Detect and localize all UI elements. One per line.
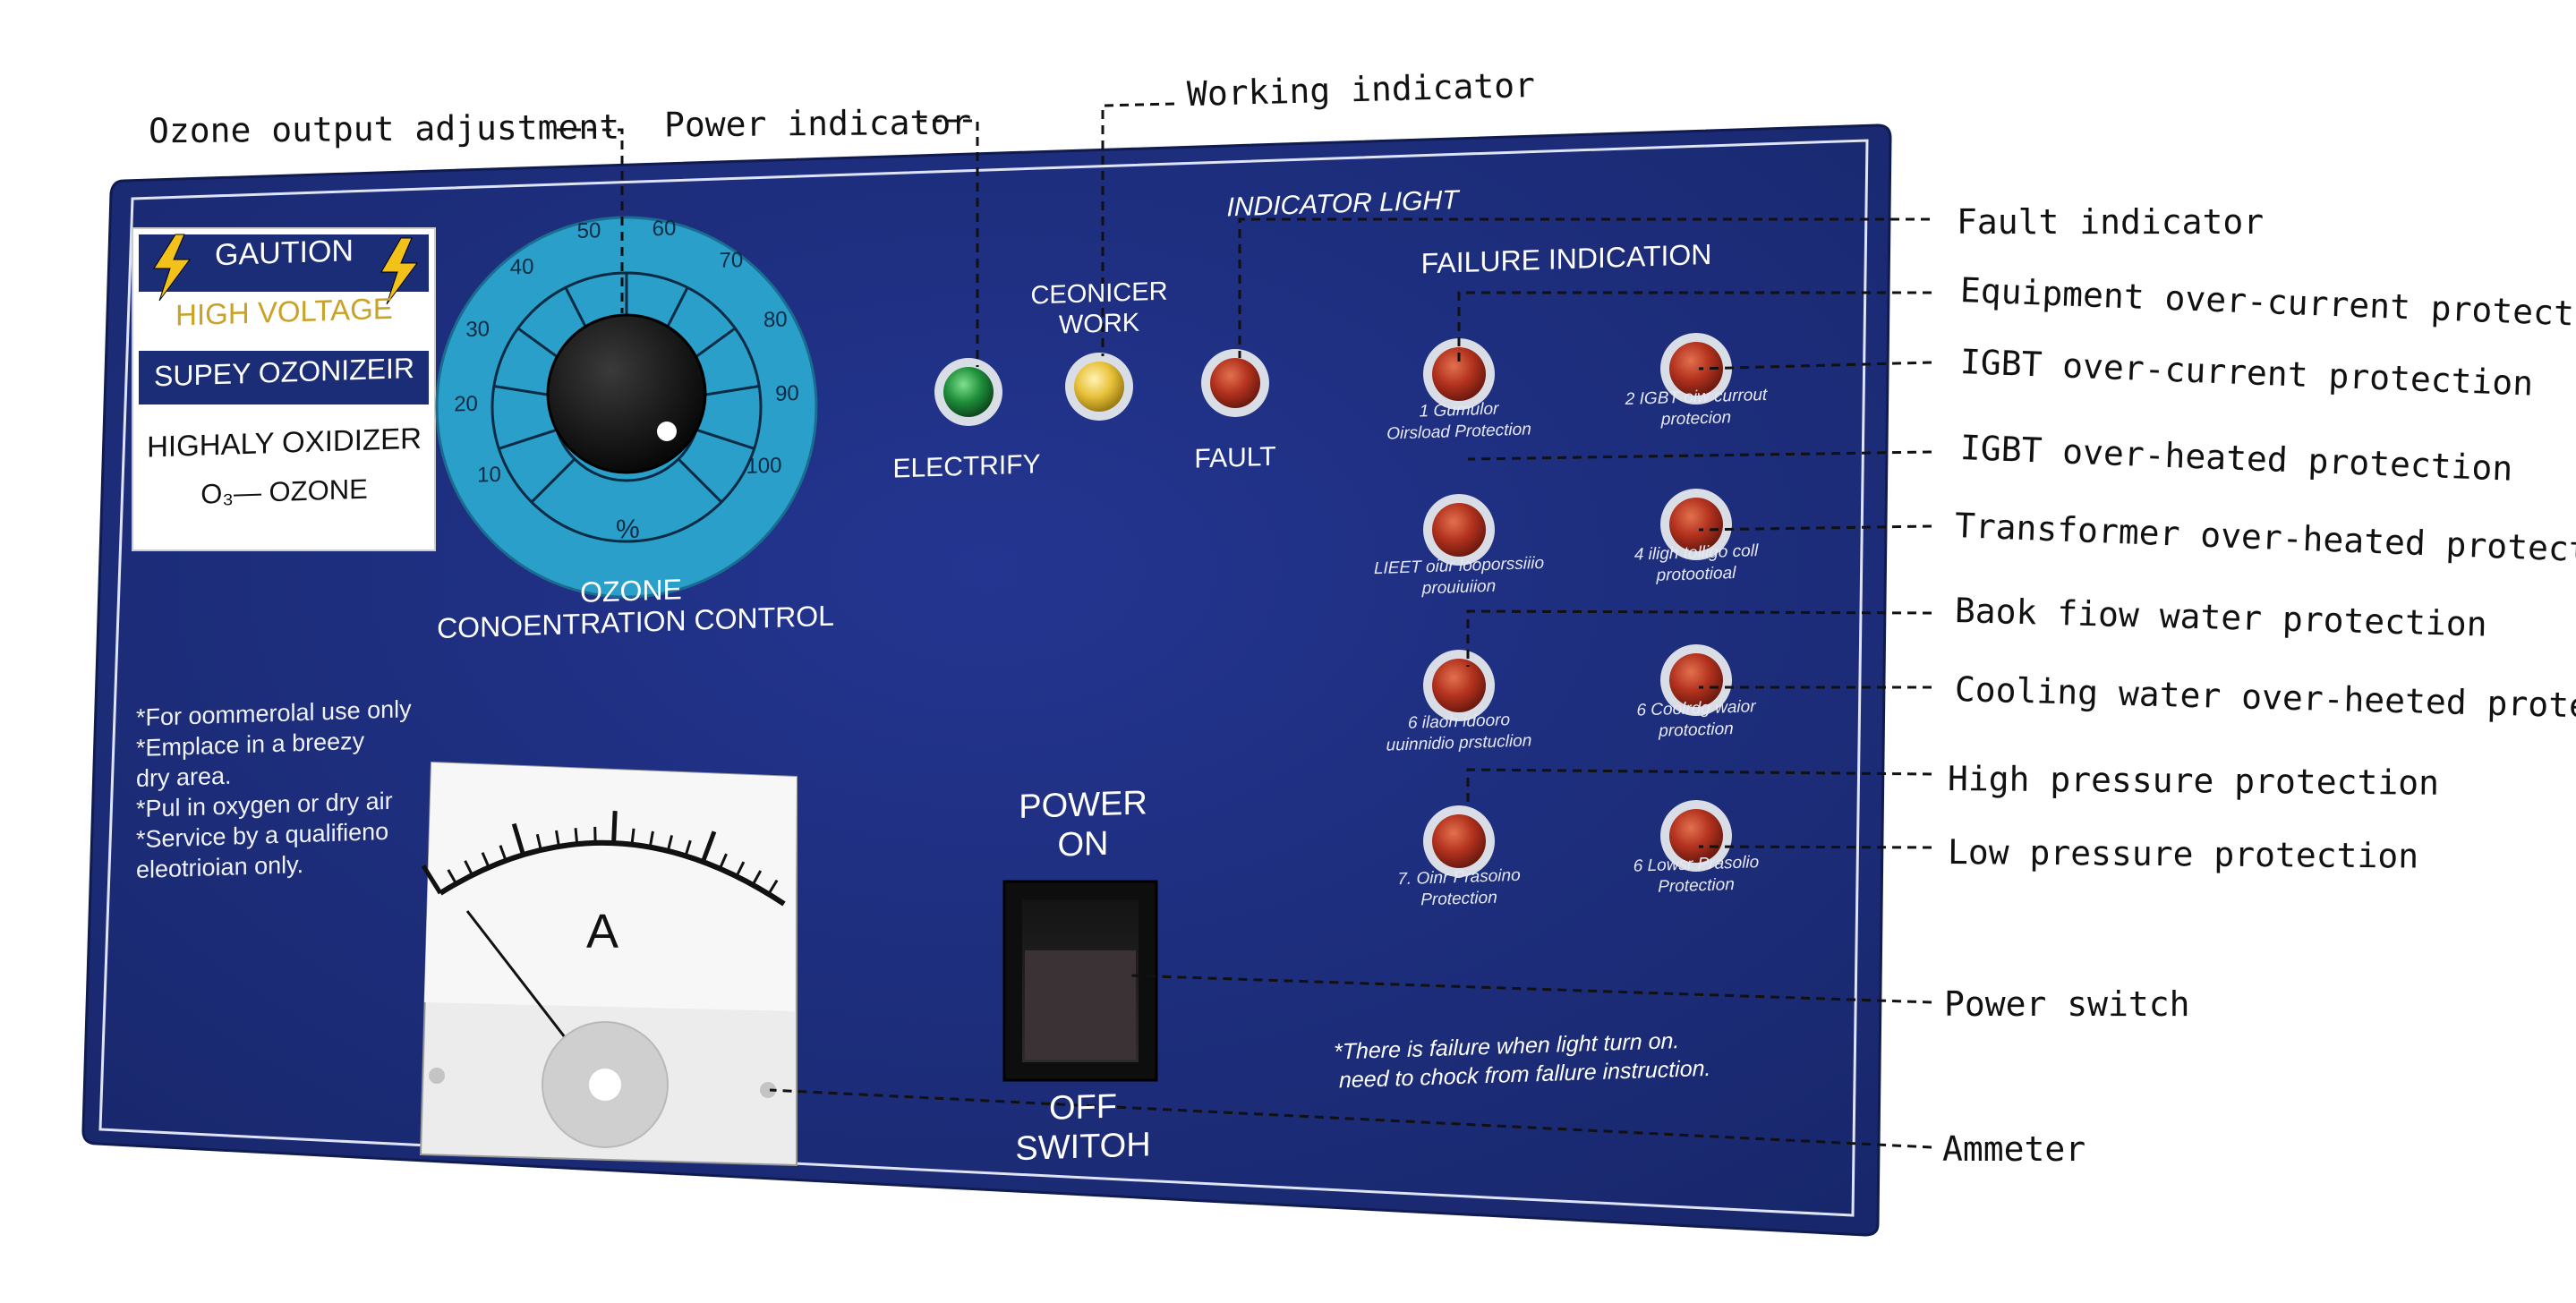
annotation-high-press: High pressure protection [1947,759,2440,803]
ammeter-tick [447,869,457,885]
dial-tick [698,385,760,397]
ozone-output-knob[interactable] [548,315,705,473]
lightning-icon-left [153,234,191,302]
work-label-2: WORK [1058,308,1140,340]
ammeter-tick [499,845,508,862]
failure-led [1432,503,1486,557]
ammeter-tick [555,830,560,847]
dial-tick [498,428,558,450]
ammeter-tick [535,833,542,851]
caution-title: GAUTION [215,234,354,273]
dial-scale-label: 20 [454,391,478,417]
annotation-ozone-output: Ozone output adjustment [148,106,620,151]
leader-fault [1238,217,1930,358]
leader-lines [557,102,1932,1149]
failure-led [1669,653,1723,707]
off-label: OFF [1049,1087,1117,1128]
ammeter-tick [701,830,717,863]
failure-led [1432,659,1486,712]
ammeter-pivot [589,1069,621,1101]
failure-leds [1423,333,1732,877]
failure-led [1669,809,1723,863]
leader-backflow [1466,609,1932,667]
power-on-label-2: ON [1057,824,1109,864]
leader-high-press [1466,768,1932,805]
annotation-fault-indicator: Fault indicator [1957,202,2265,242]
dial-scale-label: 40 [509,254,534,280]
failure-led [1432,347,1486,401]
power-switch[interactable] [1004,881,1156,1080]
dial-tick [677,457,723,504]
ozone-dial [435,216,818,599]
lightning-icon-right [380,237,418,305]
leader-trans-oh [1698,524,1932,532]
annotation-low-press: Low pressure protection [1947,832,2419,876]
caution-brand: SUPEY OZONIZEIR [153,351,414,393]
power-switch-graphic [1002,880,1158,1082]
usage-notes: *For oommerolal use only *Emplace in a b… [136,694,412,885]
dial-scale-label: 30 [465,317,490,343]
ammeter-tick [574,828,579,845]
dial-unit: % [616,514,640,545]
ammeter-unit-label: A [586,905,619,958]
ammeter-screw-right [760,1082,776,1098]
dial-tick [530,457,576,504]
dial-scale-label: 100 [746,453,782,479]
ammeter-gauge [419,761,798,1167]
electrify-led [943,367,994,417]
ammeter-tick [611,811,618,844]
knob-indicator-dot [657,422,677,441]
dial-tick [493,385,555,397]
caution-label: GAUTION HIGH VOLTAGE SUPEY OZONIZEIR HIG… [134,218,434,546]
fault-led [1210,358,1260,408]
dial-scale-label: 90 [775,381,799,406]
failure-led [1669,498,1723,551]
work-led [1074,362,1124,412]
ammeter-tick [666,835,674,852]
ammeter-tick [718,853,728,870]
caution-label-graphic [132,227,436,551]
leader-igbt-oh [1467,450,1932,461]
leader-power-switch [1127,974,1932,1004]
dial-tick [695,428,755,450]
ammeter-tick [767,879,779,895]
ammeter-tick [735,861,746,877]
dial-scale-label: 10 [477,462,501,488]
failure-led [1432,814,1486,868]
annotation-ammeter: Ammeter [1942,1129,2086,1169]
ammeter-tick [481,852,490,868]
ammeter-tick [751,870,763,886]
ammeter-tick [684,839,692,856]
power-on-label-1: POWER [1019,784,1147,827]
leader-power [917,119,979,367]
leader-equip-oc [1457,291,1932,367]
ammeter-tick [648,830,654,847]
caution-high-voltage: HIGH VOLTAGE [175,291,393,332]
fault-label: FAULT [1194,441,1276,474]
caution-ozone: O₃— OZONE [200,473,368,510]
failure-led [1669,342,1723,396]
ammeter-tick [511,822,525,856]
ammeter-tick-marks [421,811,779,895]
dial-scale-label: 80 [763,307,788,333]
ammeter-screw-left [429,1068,445,1084]
caution-oxidizer: HIGHALY OXIDIZER [147,421,422,464]
panel-border-line [98,139,1869,1217]
annotation-power-indicator: Power indicator [663,102,972,145]
dial-scale-label: 50 [576,218,601,244]
leader-working [1101,102,1175,356]
dial-scale-label: 60 [652,216,677,242]
leader-ammeter [769,1088,1932,1149]
ammeter-tick [464,860,473,876]
indicator-leds [934,349,1269,426]
ammeter-tick [630,828,635,845]
leader-ozone-output [557,128,624,313]
ammeter-tick [421,864,443,895]
dial-scale-label: 70 [719,248,744,274]
annotation-power-switch: Power switch [1944,984,2190,1024]
leader-igbt-oc [1698,361,1932,370]
switch-label: SWITOH [1015,1126,1151,1169]
